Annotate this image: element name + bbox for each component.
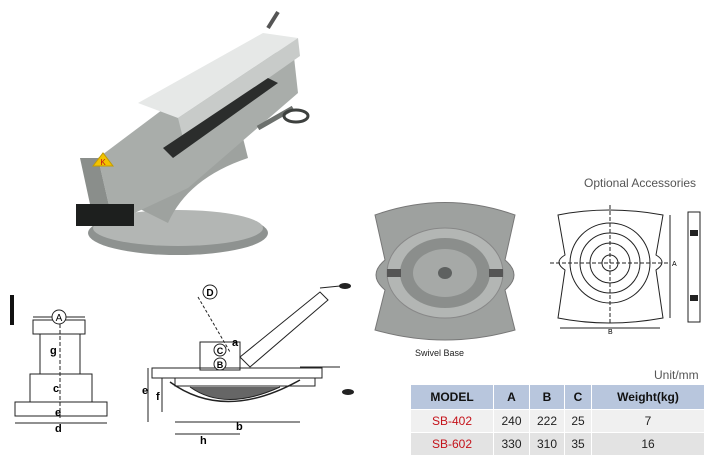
cell-a: 240 — [493, 409, 530, 433]
dim-label-a: a — [232, 337, 239, 349]
cell-a: 330 — [493, 432, 530, 456]
dim-label-d: d — [55, 423, 62, 435]
cell-weight: 16 — [591, 432, 705, 456]
dim-label-B: B — [217, 360, 224, 370]
dim-label-b: b — [236, 421, 243, 433]
logo-text: K — [100, 158, 106, 167]
col-header-c: C — [564, 384, 592, 410]
front-view-drawing: A g c e d — [10, 295, 108, 435]
dim-label-e: e — [55, 407, 61, 419]
col-header-weight: Weight(kg) — [591, 384, 705, 410]
dim-label-accessory-B: B — [608, 329, 613, 336]
col-header-b: B — [529, 384, 565, 410]
col-header-model: MODEL — [410, 384, 494, 410]
table-header-row: MODEL A B C Weight(kg) — [410, 384, 705, 410]
table-row: SB-602 330 310 35 16 — [410, 432, 705, 456]
side-view-drawing: D C B a e f h b — [142, 283, 354, 447]
dim-label-h: h — [200, 435, 207, 447]
cell-b: 310 — [529, 432, 565, 456]
dim-label-accessory-A: A — [672, 261, 677, 268]
swivel-base-photo — [374, 202, 516, 341]
accessory-drawing: B A — [550, 205, 701, 336]
dim-label-C: C — [217, 346, 224, 356]
dim-label-c: c — [53, 383, 59, 395]
cell-b: 222 — [529, 409, 565, 433]
dim-label-e-side: e — [142, 385, 148, 397]
cell-weight: 7 — [591, 409, 705, 433]
col-header-a: A — [493, 384, 530, 410]
cell-model: SB-602 — [410, 432, 494, 456]
cell-model: SB-402 — [410, 409, 494, 433]
optional-accessories-label: Optional Accessories — [584, 176, 697, 190]
vise-photo: K — [76, 10, 310, 255]
dim-label-f: f — [156, 391, 160, 403]
spec-table: MODEL A B C Weight(kg) SB-402 240 222 25… — [410, 384, 705, 456]
dim-label-g: g — [50, 345, 57, 357]
dim-label-A: A — [56, 313, 63, 324]
dim-label-D: D — [206, 288, 213, 299]
cell-c: 25 — [564, 409, 592, 433]
table-row: SB-402 240 222 25 7 — [410, 409, 705, 433]
swivel-base-caption: Swivel Base — [415, 348, 465, 358]
logo-icon — [91, 152, 115, 167]
cell-c: 35 — [564, 432, 592, 456]
unit-label: Unit/mm — [654, 368, 699, 382]
